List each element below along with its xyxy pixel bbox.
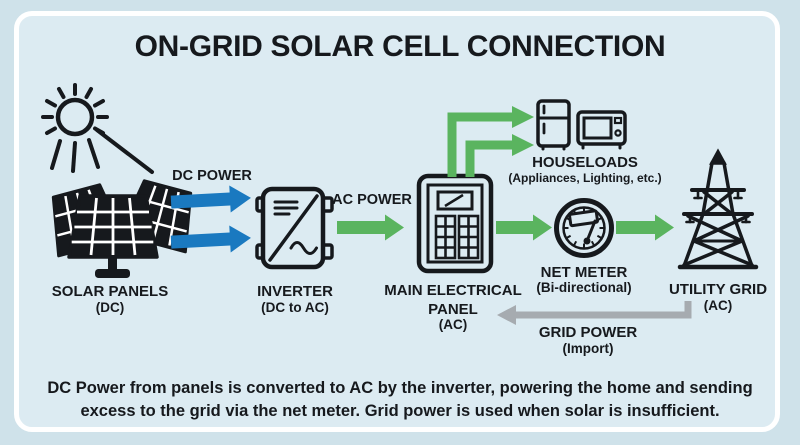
page-title: ON-GRID SOLAR CELL CONNECTION xyxy=(134,30,666,63)
ac-power-arrow xyxy=(337,214,404,241)
grid-power-sublabel: (Import) xyxy=(562,341,614,356)
ac-power-label: AC POWER xyxy=(332,192,412,208)
houseloads-label: HOUSELOADS xyxy=(532,154,638,171)
main-panel-label: MAIN ELECTRICAL PANEL xyxy=(384,282,522,318)
caption-line-1: DC Power from panels is converted to AC … xyxy=(47,379,753,397)
grid-power-label: GRID POWER xyxy=(538,324,638,341)
solar-panels-label: SOLAR PANELS xyxy=(51,283,169,300)
utility-grid-label: UTILITY GRID xyxy=(668,281,768,298)
houseloads-arrow-top xyxy=(447,106,534,177)
utility-grid-icon xyxy=(677,148,759,270)
inverter-label: INVERTER xyxy=(257,283,333,300)
caption-text: DC Power from panels is converted to AC … xyxy=(0,377,800,422)
dc-power-arrow-top xyxy=(170,185,251,213)
inverter-sublabel: (DC to AC) xyxy=(261,300,329,315)
panel-to-meter-arrow xyxy=(496,214,552,241)
houseloads-sublabel: (Appliances, Lighting, etc.) xyxy=(508,171,662,185)
meter-to-grid-arrow xyxy=(616,214,674,241)
net-meter-label: NET METER xyxy=(540,264,628,281)
dc-power-label: DC POWER xyxy=(172,168,252,184)
houseloads-arrow-bottom xyxy=(465,134,534,177)
fridge-icon xyxy=(536,99,571,151)
net-meter-icon xyxy=(554,198,614,258)
dc-power-arrow-bottom xyxy=(170,225,251,253)
microwave-icon xyxy=(576,110,627,150)
solar-panels-icon xyxy=(51,179,193,278)
net-meter-sublabel: (Bi-directional) xyxy=(536,280,632,295)
main-electrical-panel-icon xyxy=(416,173,494,274)
grid-power-arrow xyxy=(497,301,692,325)
sun-icon xyxy=(41,83,154,174)
solar-panels-sublabel: (DC) xyxy=(95,300,125,315)
caption-line-2: excess to the grid via the net meter. Gr… xyxy=(80,401,720,420)
main-panel-sublabel: (AC) xyxy=(438,317,468,332)
utility-grid-sublabel: (AC) xyxy=(703,298,733,313)
inverter-icon xyxy=(255,186,334,270)
